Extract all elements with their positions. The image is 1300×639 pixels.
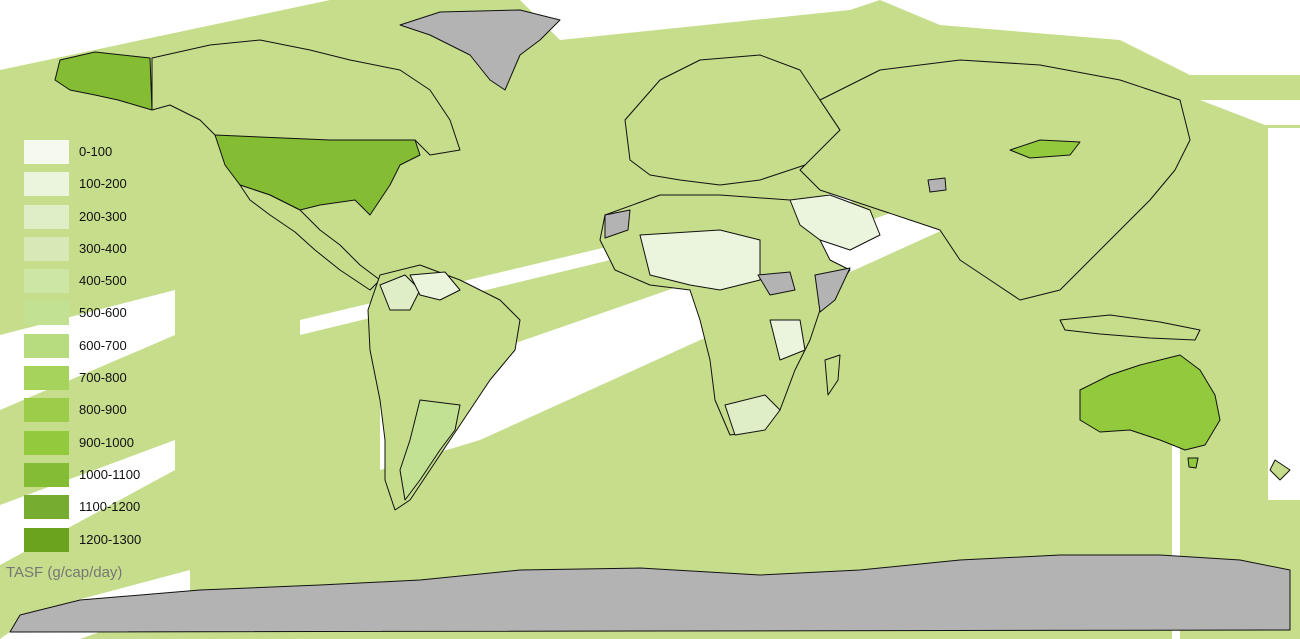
- legend-swatch: [24, 366, 69, 391]
- region-kazakhstan: [1009, 139, 1081, 159]
- legend-item: 1200-1300: [24, 527, 174, 560]
- region-indonesia: [1059, 314, 1201, 341]
- region-australia: [1079, 354, 1221, 451]
- region-south-america: [367, 264, 521, 511]
- region-somalia: [814, 267, 851, 313]
- region-colombia: [379, 274, 421, 311]
- legend-swatch: [24, 462, 69, 487]
- region-new-zealand: [1269, 459, 1291, 481]
- map-artifact-wedge: [520, 0, 880, 40]
- legend-label: 700-800: [79, 370, 127, 386]
- legend-label: 1000-1100: [79, 466, 141, 482]
- legend-title: TASF (g/cap/day): [6, 564, 123, 581]
- map-legend: 0-100 100-200 200-300 300-400 400-500 500-600…: [24, 140, 174, 560]
- region-greenland: [399, 9, 561, 91]
- region-western-sahara: [604, 209, 631, 239]
- legend-label: 600-700: [79, 337, 127, 353]
- legend-swatch: [24, 269, 69, 294]
- map-artifact-wedge: [1200, 100, 1300, 125]
- legend-label: 300-400: [79, 240, 127, 256]
- map-artifact-wedge: [0, 0, 330, 70]
- legend-item: 900-1000: [24, 430, 174, 463]
- country-outlines: [9, 9, 1291, 633]
- region-alaska: [54, 51, 153, 111]
- legend-swatch: [24, 301, 69, 326]
- region-madagascar: [824, 354, 841, 396]
- legend-item: 100-200: [24, 172, 174, 204]
- region-south-africa: [724, 394, 781, 436]
- legend-label: 1100-1200: [79, 499, 141, 515]
- legend-swatch: [24, 398, 69, 423]
- region-sahel: [639, 229, 761, 291]
- legend-label: 200-300: [79, 208, 127, 224]
- region-canada: [151, 39, 461, 156]
- legend-item: 1100-1200: [24, 495, 174, 527]
- legend-swatch: [24, 204, 69, 229]
- region-asia: [799, 59, 1191, 301]
- legend-label: 400-500: [79, 273, 127, 289]
- legend-label: 100-200: [79, 176, 127, 192]
- legend-label: 1200-1300: [79, 531, 142, 547]
- legend-item: 500-600: [24, 301, 174, 333]
- region-east-africa: [769, 319, 806, 361]
- legend-item: 0-100: [24, 140, 174, 172]
- region-middle-east: [789, 194, 881, 251]
- legend-swatch: [24, 527, 69, 552]
- legend-swatch: [24, 236, 69, 261]
- legend-item: 700-800: [24, 366, 174, 398]
- legend-label: 900-1000: [79, 434, 134, 450]
- legend-label: 500-600: [79, 305, 127, 321]
- legend-swatch: [24, 430, 69, 455]
- legend-item: 300-400: [24, 236, 174, 269]
- region-argentina: [399, 399, 461, 501]
- region-mexico-central-america: [239, 184, 381, 291]
- map-artifact-wedge: [1268, 128, 1300, 500]
- legend-swatch: [24, 172, 69, 197]
- legend-label: 800-900: [79, 402, 127, 418]
- legend-swatch: [24, 495, 69, 520]
- legend-swatch: [24, 333, 69, 358]
- map-artifact-wedge: [880, 0, 1300, 75]
- legend-item: 400-500: [24, 269, 174, 301]
- region-south-sudan: [757, 271, 796, 296]
- legend-item: 800-900: [24, 398, 174, 430]
- region-antarctica: [9, 554, 1291, 633]
- region-tasmania: [1187, 457, 1199, 469]
- legend-item: 1000-1100: [24, 462, 174, 495]
- legend-swatch: [24, 140, 69, 164]
- legend-label: 0-100: [79, 144, 113, 159]
- legend-item: 200-300: [24, 204, 174, 237]
- region-venezuela: [409, 271, 461, 301]
- region-no-data-asia: [927, 177, 947, 193]
- legend-item: 600-700: [24, 333, 174, 366]
